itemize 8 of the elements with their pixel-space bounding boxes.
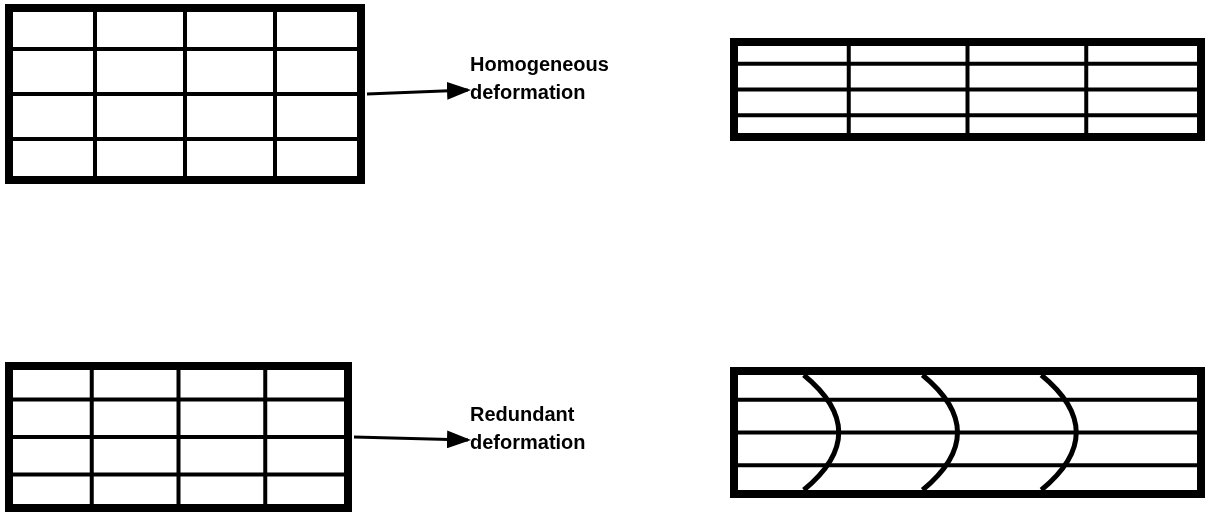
- grid-drawing: [730, 38, 1205, 141]
- grid-drawing: [730, 367, 1205, 498]
- grid-drawing: [5, 362, 352, 512]
- arrow: [353, 430, 471, 449]
- arrow: [366, 81, 471, 100]
- process-label: Redundant deformation: [470, 398, 630, 458]
- process-label: Homogeneous deformation: [470, 48, 630, 108]
- grid-drawing: [5, 4, 365, 184]
